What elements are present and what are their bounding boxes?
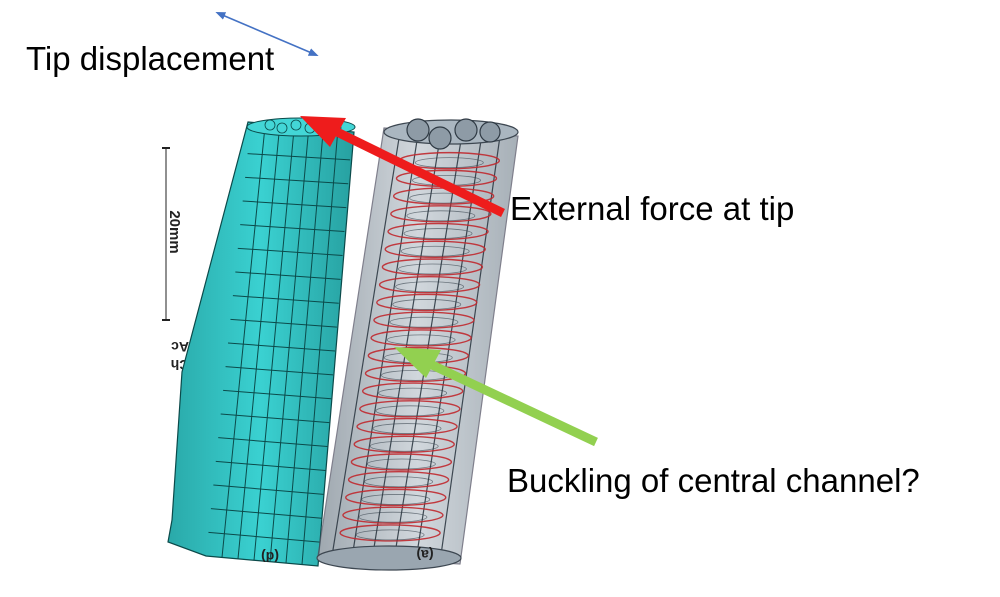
scale-bar: 20mm Ac Ch xyxy=(162,147,189,373)
helix-ring xyxy=(347,471,450,489)
inner-ring xyxy=(386,334,456,346)
helix-ring xyxy=(345,488,447,507)
mesh-row-line xyxy=(230,318,337,328)
inner-ring xyxy=(355,529,425,541)
inner-ring xyxy=(403,228,473,239)
inner-ring xyxy=(375,405,445,417)
inner-ring xyxy=(361,494,431,505)
scale-bar-label: 20mm xyxy=(166,210,183,253)
inner-ring xyxy=(372,423,442,434)
meshed-rod: (d) xyxy=(167,117,356,567)
inner-ring xyxy=(358,511,428,523)
helix-ring xyxy=(376,293,478,312)
meshed-rod-body xyxy=(167,121,355,567)
mesh-row-line xyxy=(235,271,341,280)
tip-displacement-label: Tip displacement xyxy=(26,40,275,77)
helix-ring xyxy=(342,506,444,524)
helix-ring xyxy=(373,311,475,329)
external-force-arrow xyxy=(300,116,505,218)
mesh-row-line xyxy=(240,224,345,233)
mesh-row-line xyxy=(225,366,334,376)
inner-ring xyxy=(395,281,464,293)
helix-ring xyxy=(356,417,458,436)
inner-ring xyxy=(389,316,459,328)
helix-ring xyxy=(359,400,461,418)
mesh-row-line xyxy=(223,389,332,400)
mesh-row-line xyxy=(218,437,328,448)
channel-line xyxy=(331,131,401,557)
helix-ring xyxy=(378,276,481,294)
helix-ring xyxy=(350,453,453,471)
helix-ring xyxy=(381,258,484,276)
helix-ring xyxy=(339,524,441,542)
mesh-row-line xyxy=(247,153,351,161)
inner-ring xyxy=(414,157,484,169)
buckling-label: Buckling of central channel? xyxy=(507,462,920,499)
mesh-row-line xyxy=(232,295,339,304)
inner-ring xyxy=(366,458,436,470)
helix-ring xyxy=(387,222,489,241)
inner-ring xyxy=(406,210,476,222)
helix-ring xyxy=(384,240,486,258)
inner-ring xyxy=(378,387,448,399)
channel-line xyxy=(415,133,483,561)
inner-ring xyxy=(364,476,433,488)
panel-tag-right: (a) xyxy=(416,547,433,563)
helix-ring xyxy=(370,329,472,347)
mesh-row-line xyxy=(208,531,320,543)
inner-ring xyxy=(392,299,462,310)
inner-ring xyxy=(397,263,467,275)
inner-ring xyxy=(400,245,470,257)
tip-displacement-arrow xyxy=(215,12,319,56)
panel-tag-left: (d) xyxy=(261,549,279,565)
mesh-row-line xyxy=(227,342,336,352)
mesh-row-line xyxy=(220,413,330,424)
external-force-label: External force at tip xyxy=(510,190,795,227)
mesh-row-line xyxy=(215,460,326,471)
mesh-row-line xyxy=(242,200,347,209)
helix-ring xyxy=(390,205,492,223)
side-text-1: Ac xyxy=(171,339,189,355)
tube-bottom xyxy=(316,545,462,571)
mesh-row-line xyxy=(210,508,322,519)
inner-ring xyxy=(369,440,439,452)
helix-ring xyxy=(361,382,464,400)
mesh-row-line xyxy=(237,247,343,256)
helix-ring xyxy=(353,435,455,453)
channel-line xyxy=(351,133,419,559)
mesh-row-line xyxy=(245,176,349,185)
mesh-row-line xyxy=(213,484,324,495)
transparent-tube: (a) xyxy=(316,118,519,571)
buckling-arrow xyxy=(394,347,598,447)
